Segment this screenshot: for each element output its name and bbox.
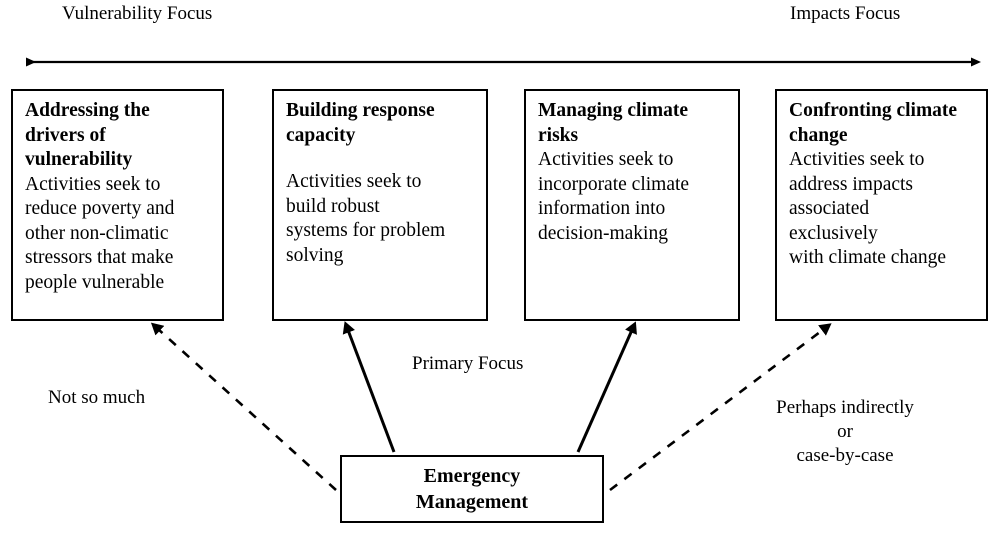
axis-label-impacts-focus: Impacts Focus bbox=[790, 3, 901, 24]
concept-box-title: Addressing the drivers of vulnerability bbox=[25, 100, 150, 171]
concept-box-building-response-capacity[interactable]: Building response capacity Activities se… bbox=[272, 89, 488, 321]
annotation-perhaps-indirectly: Perhaps indirectly or case-by-case bbox=[776, 397, 914, 466]
concept-box-description: Activities seek to incorporate climate i… bbox=[538, 149, 690, 244]
connector-em-to-addressing-drivers bbox=[150, 322, 337, 491]
connector-em-to-building-response bbox=[342, 321, 396, 453]
concept-box-title: Managing climate risks bbox=[538, 100, 689, 146]
concept-box-description: Activities seek to address impacts assoc… bbox=[789, 149, 947, 269]
annotation-primary-focus: Primary Focus bbox=[412, 353, 524, 374]
concept-box-title: Confronting climate change bbox=[789, 100, 958, 146]
connector-em-to-managing-risks bbox=[576, 321, 637, 453]
source-node-label: Emergency Management bbox=[415, 465, 529, 513]
concept-box-title: Building response capacity bbox=[286, 100, 435, 146]
concept-box-managing-climate-risks[interactable]: Managing climate risks Activities seek t… bbox=[524, 89, 740, 321]
concept-box-confronting-climate-change[interactable]: Confronting climate change Activities se… bbox=[775, 89, 988, 321]
source-node-emergency-management[interactable]: Emergency Management bbox=[340, 455, 604, 523]
axis-label-vulnerability-focus: Vulnerability Focus bbox=[62, 3, 213, 24]
concept-box-description: Activities seek to reduce poverty and ot… bbox=[25, 173, 175, 293]
concept-box-description: Activities seek to build robust systems … bbox=[286, 171, 446, 266]
concept-box-addressing-drivers-of-vulnerability[interactable]: Addressing the drivers of vulnerability … bbox=[11, 89, 224, 321]
title-description-spacer bbox=[286, 148, 476, 170]
annotation-not-so-much: Not so much bbox=[48, 387, 146, 408]
